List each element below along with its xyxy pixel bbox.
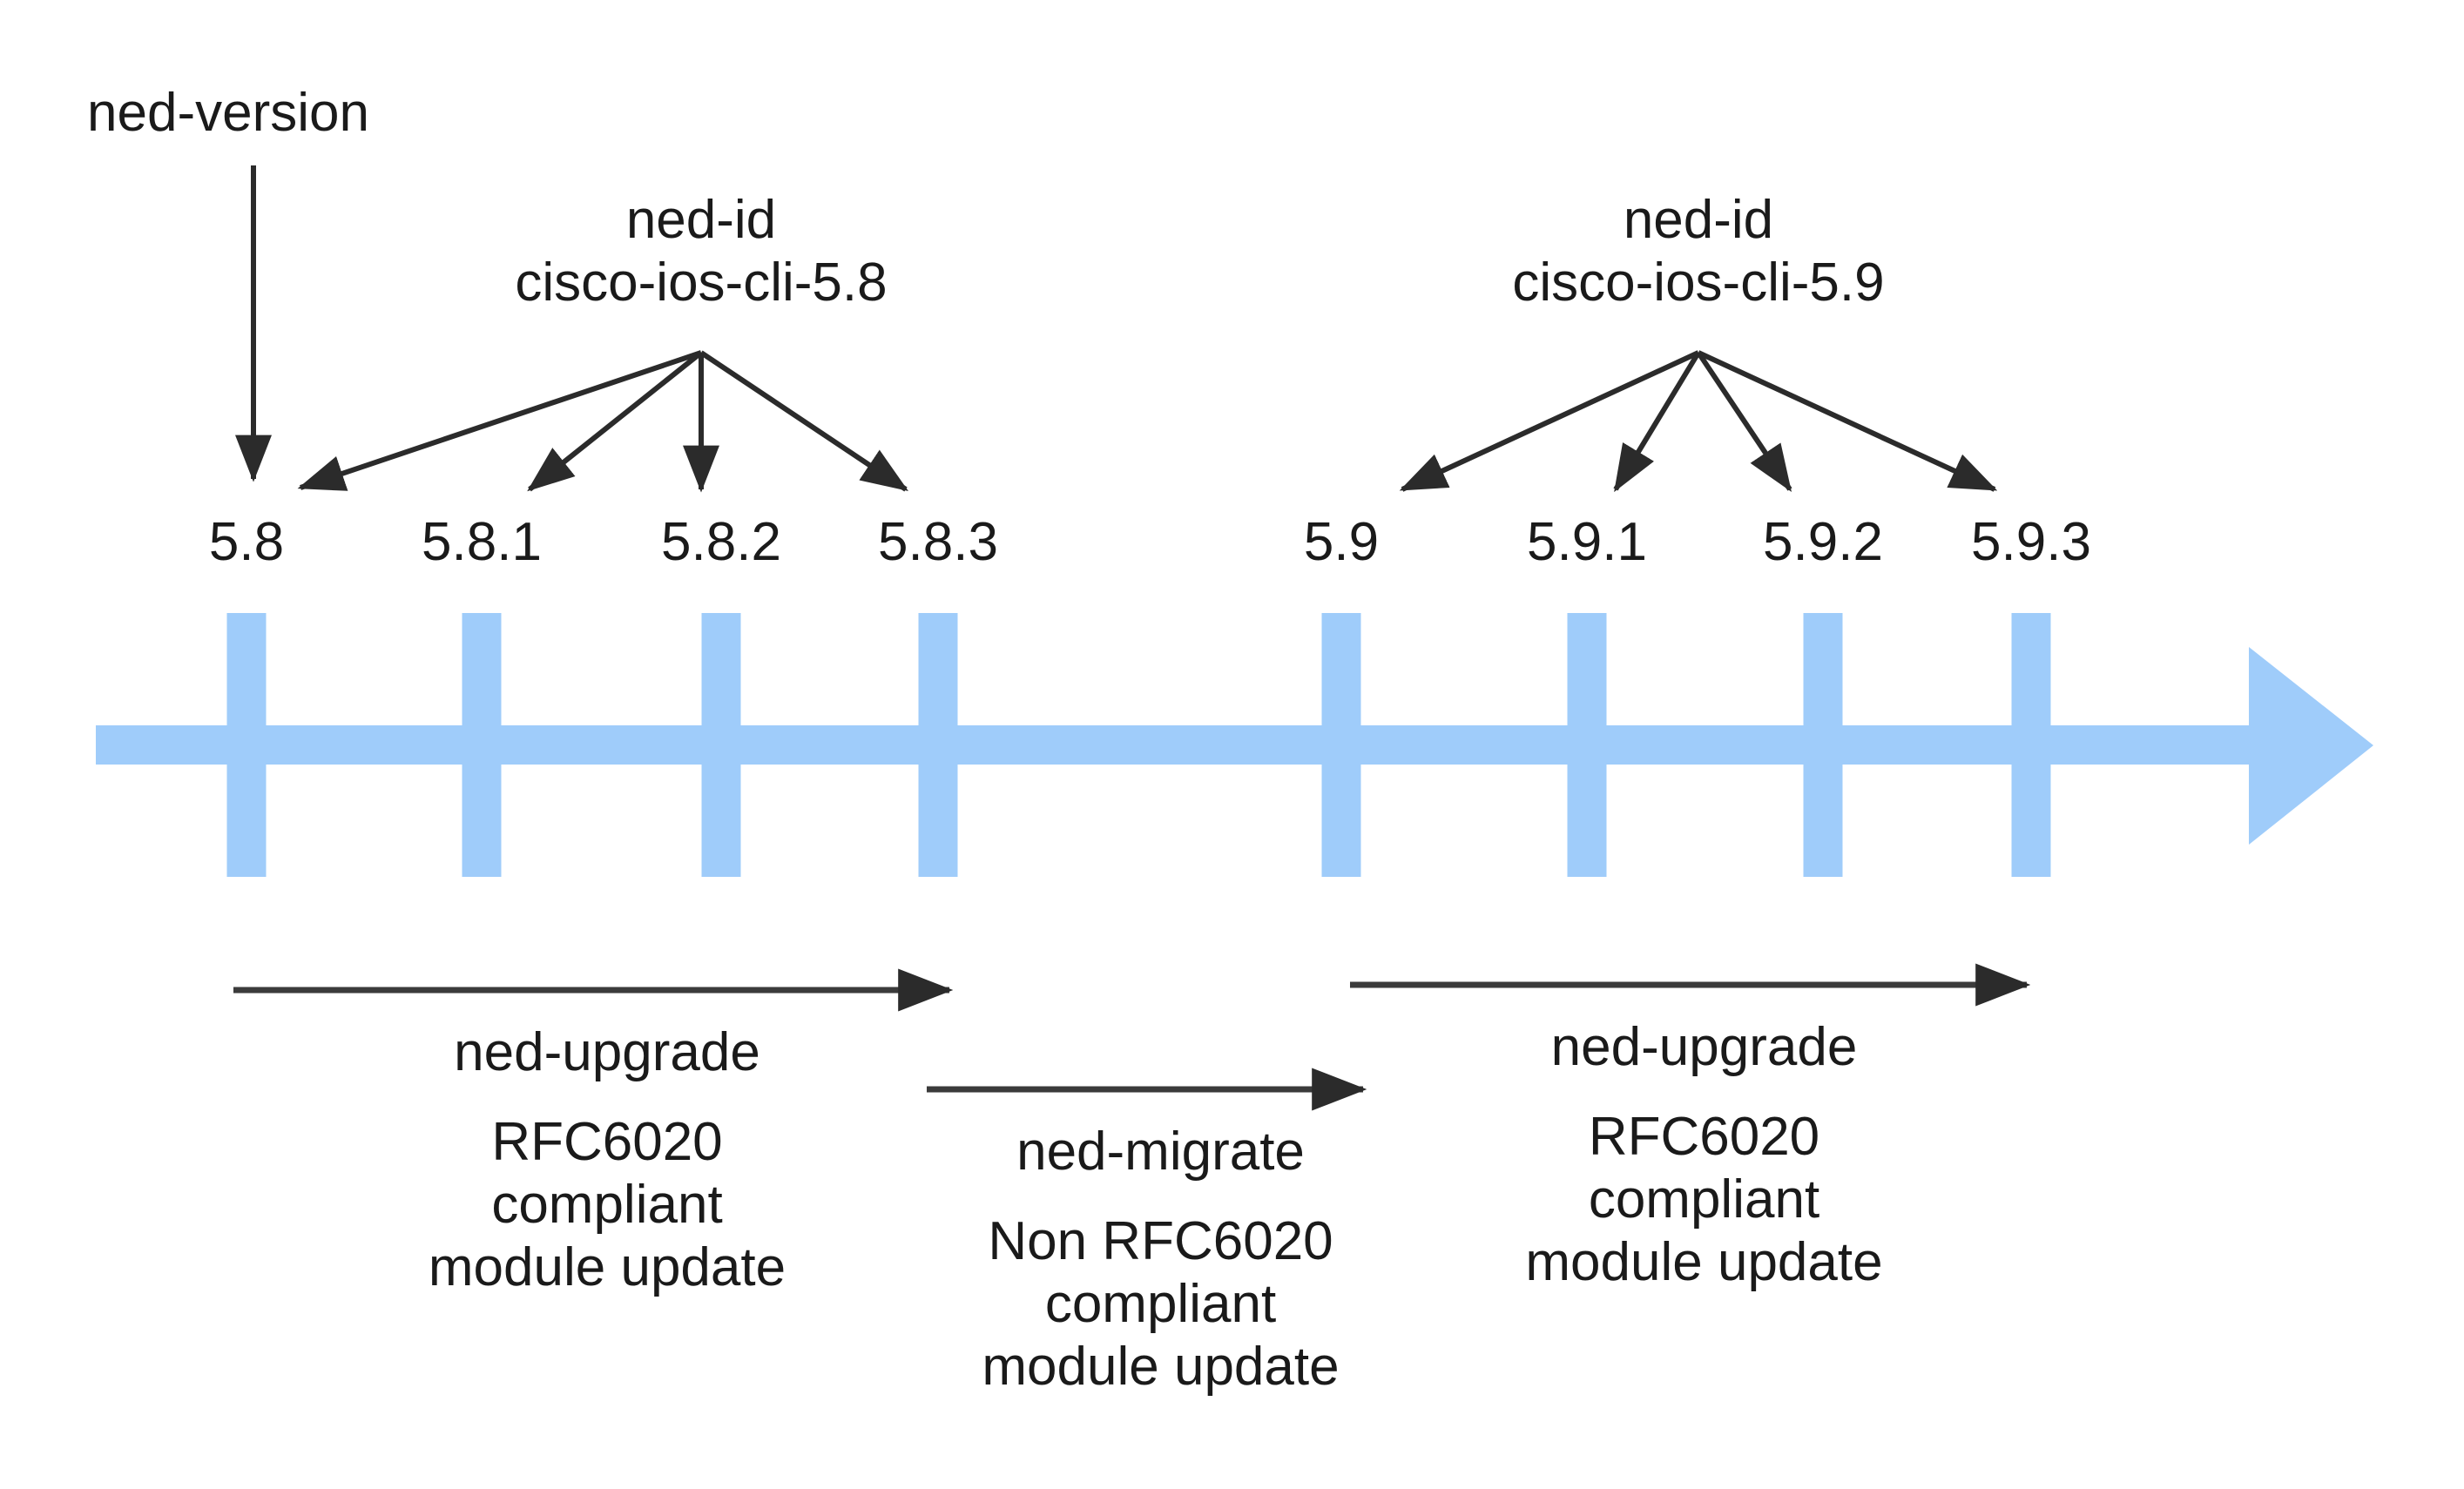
operation-description-line-ned-migrate-0: Non RFC6020 xyxy=(988,1211,1333,1271)
operation-description-line-ned-upgrade-left-0: RFC6020 xyxy=(491,1112,723,1172)
ned-id-right-arrow-to-5-9-1 xyxy=(1613,351,1701,493)
timeline-arrow-shaft-and-head xyxy=(96,647,2373,845)
operation-description-line-ned-migrate-2: module update xyxy=(982,1337,1340,1397)
version-label-5-9: 5.9 xyxy=(1303,512,1380,572)
ned-id-right-fan xyxy=(1399,350,1998,493)
operation-name-ned-upgrade-right: ned-upgrade xyxy=(1550,1017,1858,1077)
version-label-5-8-3: 5.8.3 xyxy=(878,512,998,572)
operation-description-line-ned-upgrade-right-2: module update xyxy=(1525,1232,1883,1292)
operation-description-line-ned-upgrade-right-0: RFC6020 xyxy=(1588,1107,1820,1167)
timeline-tick-5-9-2 xyxy=(1803,613,1843,877)
version-label-5-9-2: 5.9.2 xyxy=(1763,512,1883,572)
timeline-tick-5-8-1 xyxy=(462,613,502,877)
operation-description-line-ned-migrate-1: compliant xyxy=(1044,1274,1277,1334)
version-label-5-8-1: 5.8.1 xyxy=(422,512,542,572)
version-label-5-8-2: 5.8.2 xyxy=(661,512,781,572)
ned-id-left-arrow-to-5-8-1 xyxy=(527,350,703,492)
timeline-tick-5-9-1 xyxy=(1567,613,1607,877)
ned-id-right-arrow-to-5-9 xyxy=(1399,350,1700,492)
ned-id-right-arrow-to-5-9-2 xyxy=(1696,351,1792,492)
timeline-tick-5-9-3 xyxy=(2011,613,2051,877)
version-label-5-8: 5.8 xyxy=(208,512,285,572)
ned-id-right-arrow-to-5-9-3 xyxy=(1697,350,1998,492)
version-label-5-9-1: 5.9.1 xyxy=(1527,512,1647,572)
version-label-5-9-3: 5.9.3 xyxy=(1971,512,2091,572)
ned-version-label: ned-version xyxy=(87,83,369,143)
timeline-tick-5-9 xyxy=(1321,613,1361,877)
timeline-tick-5-8-2 xyxy=(701,613,741,877)
operation-description-line-ned-upgrade-right-1: compliant xyxy=(1588,1169,1820,1230)
ned-id-right-title: ned-id xyxy=(1623,190,1774,250)
ned-id-left-title: ned-id xyxy=(625,190,777,250)
timeline-axis xyxy=(96,647,2373,845)
ned-id-right-value: cisco-ios-cli-5.9 xyxy=(1512,253,1885,313)
ned-id-left-arrow-to-5-8-3 xyxy=(699,350,908,492)
timeline-tick-5-8-3 xyxy=(918,613,958,877)
ned-id-left-fan xyxy=(297,350,908,493)
operation-arrow-group xyxy=(233,963,2031,1111)
operation-description-line-ned-upgrade-left-1: compliant xyxy=(491,1175,723,1235)
operation-name-ned-migrate: ned-migrate xyxy=(1016,1122,1305,1182)
operation-description-line-ned-upgrade-left-2: module update xyxy=(428,1237,786,1297)
operation-name-ned-upgrade-left: ned-upgrade xyxy=(454,1022,760,1082)
ned-id-left-arrow-to-5-8 xyxy=(297,350,702,491)
timeline-tick-group xyxy=(226,613,2051,877)
timeline-tick-5-8 xyxy=(226,613,267,877)
ned-id-left-value: cisco-ios-cli-5.8 xyxy=(515,253,888,313)
